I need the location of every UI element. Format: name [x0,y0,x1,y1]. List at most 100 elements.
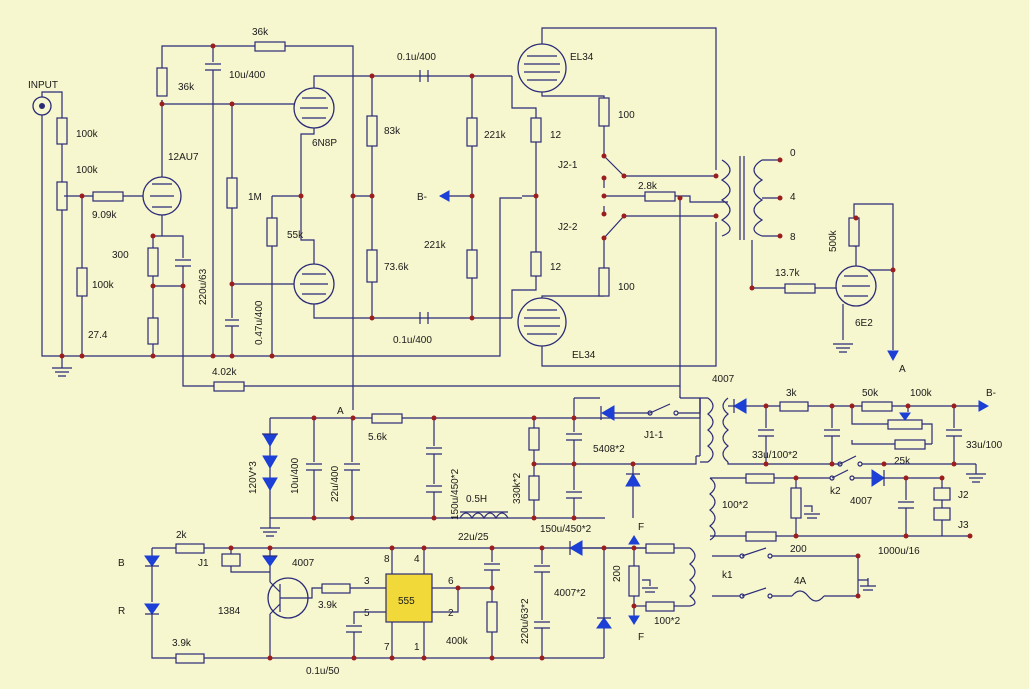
relay-coil-j3 [933,507,951,521]
label-10u400-psu: 10u/400 [290,457,301,494]
resistor-3-9k-a [321,583,351,594]
input-stage: INPUT 100k 100k 9.09k 100k 27.4 12AU7 36… [28,27,681,410]
label-330k: 330k*2 [512,472,523,504]
label-pin-5: 5 [364,608,370,619]
junction-dots [59,43,973,661]
resistor-9-09k [92,191,124,202]
resistor-330k-top [528,427,540,451]
diode-4007-x2-a [569,540,583,556]
label-33u100: 33u/100 [966,440,1003,451]
label-221k-bottom: 221k [424,240,447,251]
label-pin-1: 1 [414,642,420,653]
led-r [144,603,160,615]
resistor-100x2-a [745,473,775,484]
label-led-r: R [118,606,125,617]
pot-100k-bias[interactable] [887,419,923,430]
label-55k: 55k [287,230,304,241]
phase-splitter: 1M 0.47u/400 6N8P 55k 83k 73.6k 0.1u/400… [225,52,512,356]
label-100k-grid: 100k [92,280,115,291]
label-pin-8: 8 [384,554,390,565]
label-f-bottom: F [638,632,644,643]
input-label: INPUT [28,80,58,91]
label-bminus-left: B- [417,192,427,203]
label-22u25: 22u/25 [458,532,489,543]
led-b [144,555,160,567]
resistor-400k [486,601,498,633]
resistor-3k [779,401,809,412]
resistor-100k-input [56,117,68,145]
label-12-top: 12 [550,130,562,141]
label-4007-low: 4007 [292,558,315,569]
resistor-100-bottom [598,267,610,297]
resistor-25k [894,439,926,450]
relay-coil-j1 [221,553,241,567]
label-300: 300 [112,250,129,261]
label-400k: 400k [446,636,469,647]
pot-200-heater[interactable] [628,565,640,597]
label-3k: 3k [786,388,798,399]
resistor-3-9k-b [175,653,205,664]
bias-supply: 4007 3k 50k B- 100k 25k 33u/100*2 33u/10… [696,374,1003,602]
label-22u400: 22u/400 [330,465,341,502]
label-3-9k-b: 3.9k [172,638,192,649]
output-transformer: 0 4 8 [720,148,796,289]
resistor-36k-plate [156,67,168,97]
label-k1: k1 [722,570,733,581]
label-j1-1: J1-1 [644,430,664,441]
resistor-13-7k [784,283,816,294]
label-221k-top: 221k [484,130,507,141]
resistor-100x2-b-top [645,543,675,554]
label-2k: 2k [176,530,188,541]
output-stage: EL34 12 100 EL34 12 100 J2-1 J2-2 2.8k [511,27,906,375]
label-100k-input: 100k [76,129,99,140]
resistor-200-a [745,531,777,542]
bminus-arrow-right [978,400,990,412]
pot-bias-small[interactable] [790,487,802,519]
node-a-arrow [887,350,899,362]
diode-4007-low [262,555,278,567]
resistor-2k [175,543,205,554]
zener-2 [262,455,278,469]
label-0-5h: 0.5H [466,494,487,505]
label-555: 555 [398,596,415,607]
resistor-12-bottom [530,251,542,277]
pot-wiper-arrow [899,412,911,421]
bminus-arrow-left [438,190,450,202]
label-pin-2: 2 [448,608,454,619]
label-j2-1: J2-1 [558,160,578,171]
label-node-a-psu: A [337,406,344,417]
label-f-top: F [638,522,644,533]
label-36k-top: 36k [252,27,269,38]
resistor-5-6k [371,413,403,424]
label-bminus-right: B- [986,388,996,399]
label-100x2-a: 100*2 [722,500,749,511]
label-100-bottom: 100 [618,282,635,293]
f-arrow-bottom [628,615,640,625]
resistor-300 [147,247,159,277]
label-36k-plate: 36k [178,82,195,93]
label-j2: J2 [958,490,969,501]
resistor-50k [861,401,893,412]
label-pin-6: 6 [448,576,454,587]
resistor-73-6k [366,249,378,283]
label-220u63x2: 220u/63*2 [520,598,531,644]
resistor-2-8k [644,191,676,202]
label-73-6k: 73.6k [384,262,409,273]
label-25k: 25k [894,456,911,467]
label-j1: J1 [198,558,209,569]
zener-3 [262,477,278,491]
label-10u400: 10u/400 [229,70,266,81]
label-500k: 500k [828,229,839,252]
label-j2-2: J2-2 [558,222,578,233]
label-0-1u400-top: 0.1u/400 [397,52,436,63]
delay-circuit: 2k B R 3.9k J1 4007 1384 3.9k 555 8 4 3 … [118,522,696,677]
resistor-36k-top [254,41,286,52]
label-k2: k2 [830,486,841,497]
label-100k-right: 100k [910,388,933,399]
label-0-1u400-bottom: 0.1u/400 [393,335,432,346]
label-4007-top: 4007 [712,374,735,385]
label-el34-bottom: EL34 [572,350,596,361]
tube-el34-bottom [517,297,567,347]
label-tap-0: 0 [790,148,796,159]
